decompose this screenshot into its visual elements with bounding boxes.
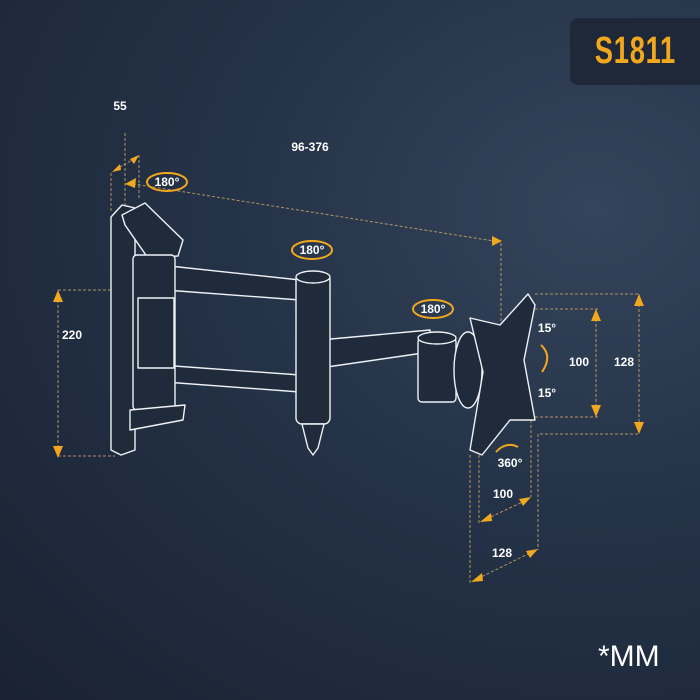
vesa-outer-vertical-label: 128 [614, 355, 634, 369]
extension-label: 96-376 [291, 140, 329, 154]
vesa-inner-vertical-label: 100 [569, 355, 589, 369]
vesa-outer-horizontal-label: 128 [492, 546, 512, 560]
tilt-up-label: 15° [538, 321, 556, 335]
wall-mount-arm [110, 202, 536, 456]
wall-swivel-label: 180° [155, 175, 180, 189]
height-label: 220 [62, 328, 82, 342]
model-badge: S1811 [570, 18, 700, 85]
dimension-lines [53, 133, 644, 583]
unit-label: *MM [598, 640, 660, 673]
rotation-label: 360° [498, 456, 523, 470]
model-number: S1811 [594, 30, 676, 72]
tilt-down-label: 15° [538, 386, 556, 400]
vesa-inner-horizontal-label: 100 [493, 487, 513, 501]
rotation-indicators [146, 172, 549, 453]
head-swivel-label: 180° [421, 302, 446, 316]
depth-label: 55 [113, 99, 127, 113]
arm-swivel-label: 180° [300, 243, 325, 257]
